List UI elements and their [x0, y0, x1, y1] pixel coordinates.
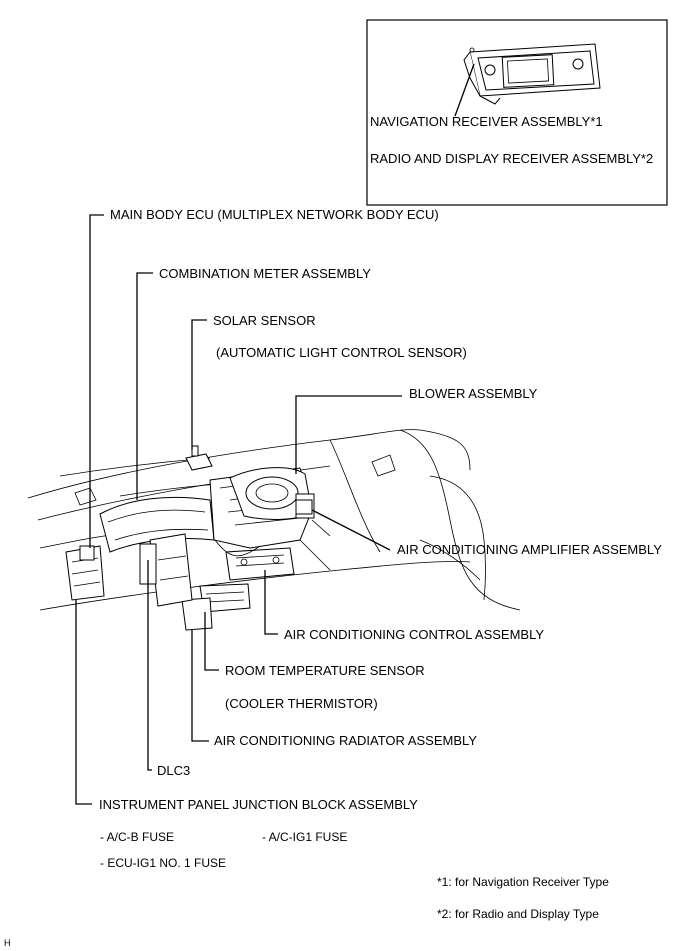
main-body-ecu-label: MAIN BODY ECU (MULTIPLEX NETWORK BODY EC… — [110, 207, 439, 222]
dlc3-label: DLC3 — [157, 763, 190, 778]
radio-display-receiver-label: RADIO AND DISPLAY RECEIVER ASSEMBLY*2 — [370, 151, 653, 166]
solar-sensor-label: SOLAR SENSOR — [213, 313, 316, 328]
room-temp-sensor-sublabel: (COOLER THERMISTOR) — [225, 696, 378, 711]
leader-lines — [75, 214, 402, 805]
fuse-ecuig1-label: - ECU-IG1 NO. 1 FUSE — [100, 856, 226, 870]
solar-sensor-sublabel: (AUTOMATIC LIGHT CONTROL SENSOR) — [216, 345, 467, 360]
receiver-inset: NAVIGATION RECEIVER ASSEMBLY*1 RADIO AND… — [366, 19, 668, 206]
corner-mark: H — [4, 938, 11, 948]
ac-control-label: AIR CONDITIONING CONTROL ASSEMBLY — [284, 627, 544, 642]
inset-frame — [366, 19, 668, 206]
ac-control-drawing — [225, 547, 295, 581]
dashboard-top-outline — [27, 429, 421, 499]
fuse-acb-label: - A/C-B FUSE — [100, 830, 174, 844]
navigation-receiver-label: NAVIGATION RECEIVER ASSEMBLY*1 — [370, 114, 603, 129]
combination-meter-label: COMBINATION METER ASSEMBLY — [159, 266, 371, 281]
note-1: *1: for Navigation Receiver Type — [437, 875, 609, 889]
blower-assembly-label: BLOWER ASSEMBLY — [409, 386, 538, 401]
instrument-panel-drawing — [27, 429, 521, 631]
room-temp-sensor-label: ROOM TEMPERATURE SENSOR — [225, 663, 425, 678]
junction-block-label: INSTRUMENT PANEL JUNCTION BLOCK ASSEMBLY — [99, 797, 418, 812]
fuse-acig1-label: - A/C-IG1 FUSE — [262, 830, 347, 844]
note-2: *2: for Radio and Display Type — [437, 907, 599, 921]
ac-amplifier-label: AIR CONDITIONING AMPLIFIER ASSEMBLY — [397, 542, 662, 557]
receiver-unit-drawing — [463, 43, 601, 105]
ac-radiator-label: AIR CONDITIONING RADIATOR ASSEMBLY — [214, 733, 477, 748]
